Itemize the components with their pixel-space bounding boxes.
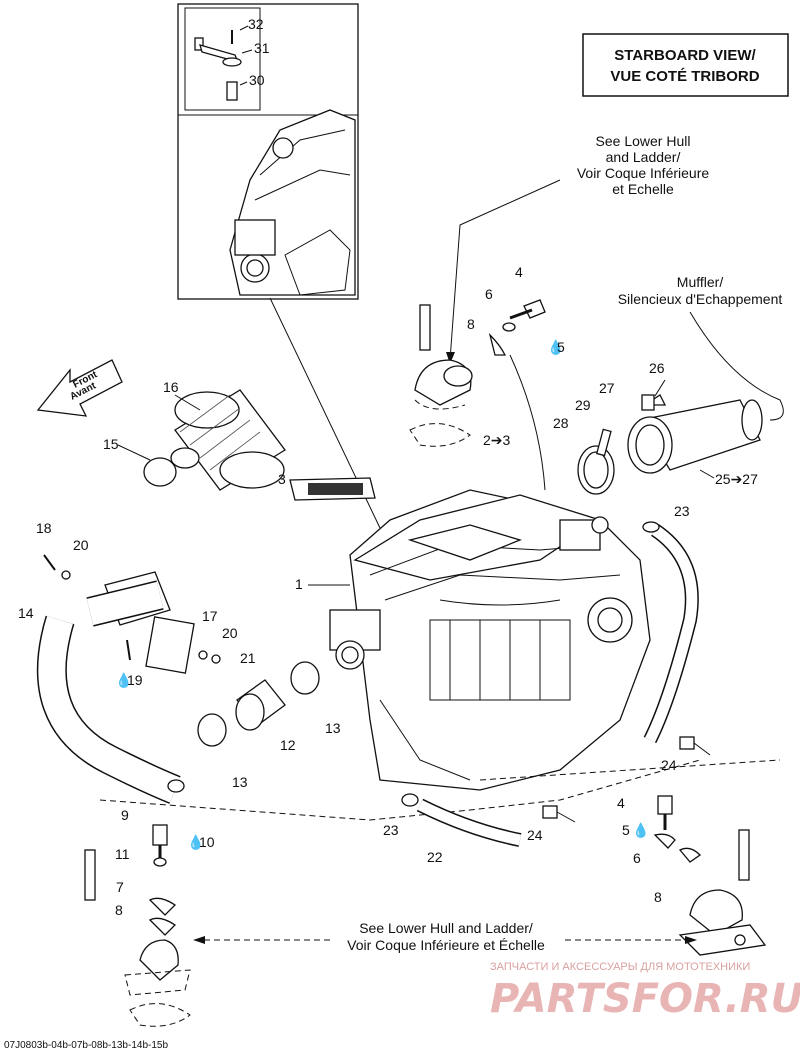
callout-27: 27: [599, 380, 615, 396]
label-sticker: [289, 477, 376, 501]
callout-8c: 8: [654, 889, 662, 905]
intake-hose: [36, 571, 195, 804]
callout-19-drop: 💧: [115, 672, 132, 689]
exhaust-clamp: [577, 428, 615, 495]
bracket-assembly-icon: [194, 30, 242, 101]
engine-mount-right: [653, 795, 767, 956]
callout-18: 18: [36, 520, 52, 536]
coupler-clamps: [197, 661, 320, 747]
callout-31: 31: [254, 40, 270, 56]
callout-14: 14: [18, 605, 34, 621]
air-filter: [143, 389, 286, 491]
callout-11: 11: [115, 846, 130, 862]
note-muffler-2: Silencieux d'Echappement: [618, 291, 783, 307]
callout-6b: 6: [633, 850, 641, 866]
watermark-text: ЗАПЧАСТИ И АКСЕССУАРЫ ДЛЯ МОТОТЕХНИКИ: [490, 961, 750, 973]
callout-5b-drop: 💧: [632, 822, 649, 839]
callout-10: 10: [199, 834, 215, 850]
note-muffler-1: Muffler/: [677, 274, 724, 290]
engine-block: [329, 489, 651, 791]
callout-3: 3: [278, 471, 286, 487]
callout-15: 15: [103, 436, 119, 452]
title-line-1: STARBOARD VIEW/: [614, 47, 756, 64]
inset-detail: 32 31 30: [177, 3, 359, 300]
callout-32: 32: [248, 16, 264, 32]
engine-mount-top: [409, 299, 546, 447]
callout-30: 30: [249, 72, 265, 88]
note-lower-hull-bottom-1: See Lower Hull and Ladder/: [359, 920, 533, 936]
callout-7: 7: [116, 879, 124, 895]
callout-13b: 13: [232, 774, 248, 790]
arrow-2-3: 2➔3: [483, 432, 511, 448]
title-line-2: VUE COTÉ TRIBORD: [610, 68, 759, 85]
callout-24b: 24: [527, 827, 543, 843]
callout-8a: 8: [467, 316, 475, 332]
callout-17: 17: [202, 608, 218, 624]
callout-9: 9: [121, 807, 129, 823]
watermark-logo: PARTSFOR.RU: [490, 976, 800, 1022]
callout-12: 12: [280, 737, 296, 753]
callout-16: 16: [163, 379, 179, 395]
callout-5a: 5: [557, 339, 565, 355]
callout-29: 29: [575, 397, 591, 413]
exhaust-pipe: [627, 394, 763, 474]
callout-23a: 23: [674, 503, 690, 519]
callout-4a: 4: [515, 264, 523, 280]
note-lower-hull-top-1: See Lower Hull: [596, 133, 691, 149]
callout-6a: 6: [485, 286, 493, 302]
callout-5b: 5: [622, 822, 630, 838]
inset-engine-sketch: [229, 109, 356, 296]
callout-22: 22: [427, 849, 443, 865]
engine-mount-left: [84, 824, 191, 1027]
callout-13a: 13: [325, 720, 341, 736]
callout-26: 26: [649, 360, 665, 376]
drawing-code: 07J0803b-04b-07b-08b-13b-14b-15b: [4, 1040, 168, 1051]
callout-19: 19: [127, 672, 143, 688]
callout-8b: 8: [115, 902, 123, 918]
front-arrow-icon: [36, 359, 123, 417]
note-lower-hull-bottom-2: Voir Coque Inférieure et Échelle: [347, 937, 545, 953]
callout-21: 21: [240, 650, 256, 666]
callout-20b: 20: [222, 625, 238, 641]
callout-24a: 24: [661, 757, 677, 773]
callout-10-drop: 💧: [187, 834, 204, 851]
note-lower-hull-top-4: et Echelle: [612, 181, 674, 197]
note-lower-hull-top-3: Voir Coque Inférieure: [577, 165, 710, 181]
callout-28: 28: [553, 415, 569, 431]
callout-5a-drop: 💧: [547, 339, 564, 356]
callout-25-27: 25➔27: [715, 471, 758, 487]
callout-20a: 20: [73, 537, 89, 553]
callout-4b: 4: [617, 795, 625, 811]
callout-23b: 23: [383, 822, 399, 838]
note-lower-hull-top-2: and Ladder/: [606, 149, 681, 165]
title-box: [582, 33, 789, 97]
callout-1: 1: [295, 576, 303, 592]
